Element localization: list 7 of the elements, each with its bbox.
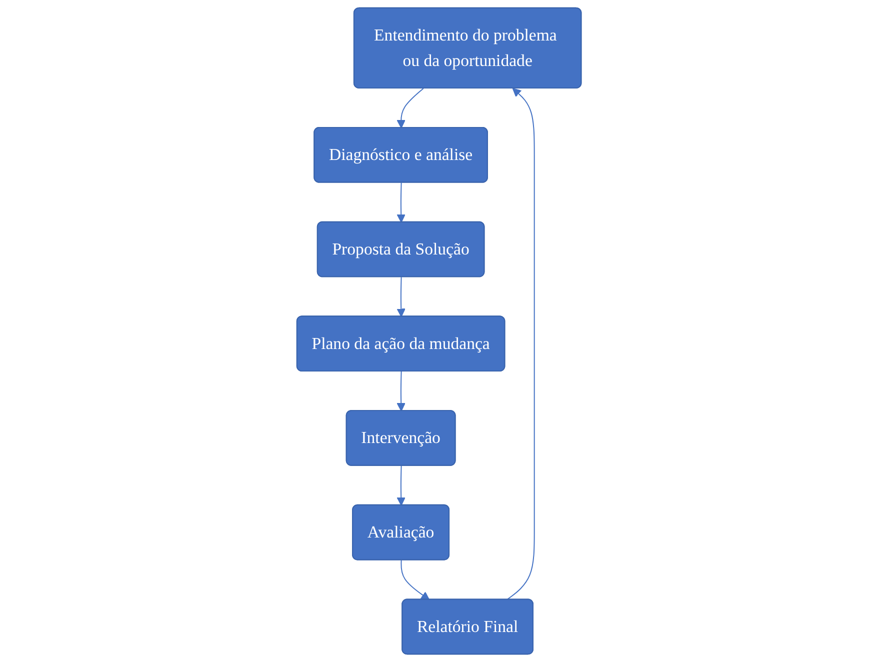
arrow [397, 371, 406, 412]
arrow [397, 465, 406, 506]
arrow [397, 88, 424, 128]
arrow [506, 88, 536, 600]
arrow [397, 182, 406, 223]
arrow [397, 276, 406, 318]
arrow [401, 560, 430, 600]
